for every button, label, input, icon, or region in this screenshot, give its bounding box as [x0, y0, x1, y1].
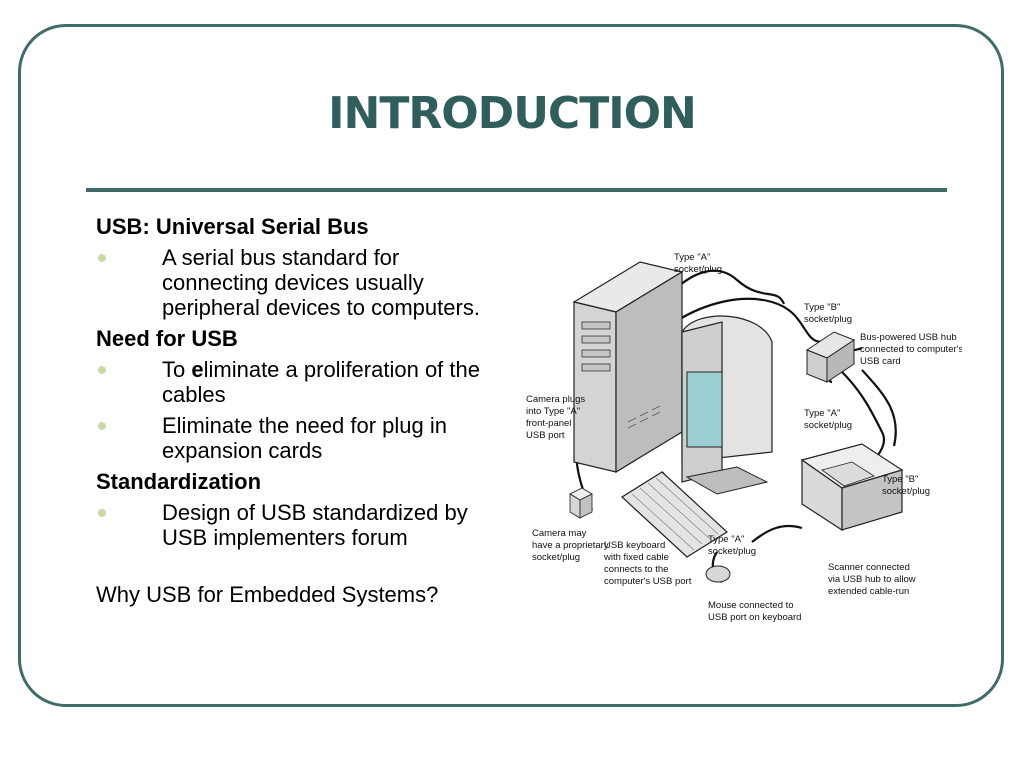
usb-hub: [805, 331, 856, 383]
slide-body: USB: Universal Serial Bus A serial bus s…: [96, 214, 506, 607]
bullet-dot-icon: [98, 422, 106, 430]
bullet-prefix: To: [162, 357, 192, 382]
label-usb-keyboard: USB keyboard with fixed cable connects t…: [603, 540, 692, 587]
scanner: [800, 443, 904, 532]
usb-setup-diagram: Type "A" socket/plug Type "B" socket/plu…: [526, 252, 962, 623]
section-heading-usb: USB: Universal Serial Bus: [96, 214, 369, 239]
camera: [569, 487, 593, 519]
bullet-dot-icon: [98, 254, 106, 262]
label-scanner: Scanner connected via USB hub to allow e…: [828, 562, 918, 597]
label-camera-plugs: Camera plugs into Type "A" front-panel U…: [526, 394, 588, 441]
section-heading-standardization: Standardization: [96, 469, 262, 494]
label-mouse: Mouse connected to USB port on keyboard: [708, 600, 801, 623]
keyboard: [621, 471, 728, 558]
slide-title: INTRODUCTION: [328, 88, 697, 139]
bullet-dot-icon: [98, 366, 106, 374]
label-usb-hub: Bus-powered USB hub connected to compute…: [860, 332, 962, 367]
mouse: [705, 565, 731, 583]
tower-computer: [572, 261, 684, 474]
slide-frame: [18, 24, 1004, 707]
bullet-expansion-cards: Eliminate the need for plug in expansion…: [96, 413, 506, 463]
label-camera-proprietary: Camera may have a proprietary socket/plu…: [532, 528, 611, 563]
bullet-dot-icon: [98, 509, 106, 517]
bullet-eliminate-cables: To eliminate a proliferation of the cabl…: [96, 357, 506, 407]
label-type-b-scanner: Type "B" socket/plug: [882, 474, 930, 497]
bullet-usb-definition: A serial bus standard for connecting dev…: [96, 245, 506, 320]
bullet-standardized: Design of USB standardized by USB implem…: [96, 500, 506, 550]
label-type-a-mid: Type "A" socket/plug: [804, 408, 852, 431]
footer-question: Why USB for Embedded Systems?: [96, 582, 439, 607]
label-type-b-top: Type "B" socket/plug: [804, 302, 852, 325]
title-divider: [86, 188, 947, 192]
bullet-rest: liminate a proliferation of the cables: [162, 357, 480, 407]
section-heading-need: Need for USB: [96, 326, 238, 351]
monitor: [681, 315, 773, 495]
bullet-bold-letter: e: [191, 357, 204, 382]
label-type-a-top: Type "A" socket/plug: [674, 252, 722, 275]
label-type-a-keyboard: Type "A" socket/plug: [708, 534, 756, 557]
